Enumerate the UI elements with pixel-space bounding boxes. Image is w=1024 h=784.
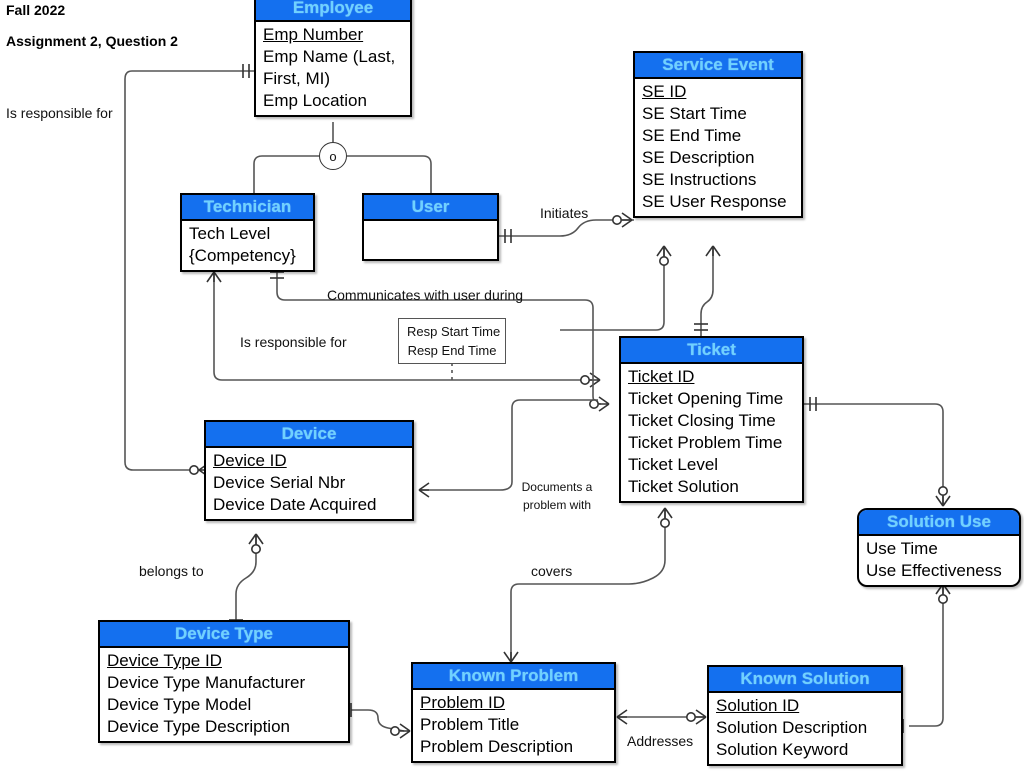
attribute-item: Emp Location (263, 91, 367, 110)
entity-solution-use-attributes: Use Time Use Effectiveness (859, 536, 1019, 585)
attribute-item: Use Effectiveness (866, 561, 1002, 580)
attribute-item: Ticket Closing Time (628, 411, 776, 430)
attribute-item: Solution Description (716, 718, 868, 737)
entity-service-event-title: Service Event (635, 53, 801, 79)
attribute-item: First, MI) (263, 69, 331, 88)
relationship-label-is-responsible-for-mid: Is responsible for (240, 334, 347, 350)
entity-device-type-title: Device Type (100, 622, 348, 648)
entity-known-solution[interactable]: Known Solution Solution ID Solution Desc… (707, 665, 903, 766)
attribute-item: Device ID (213, 451, 287, 470)
entity-solution-use[interactable]: Solution Use Use Time Use Effectiveness (857, 508, 1021, 587)
header-term: Fall 2022 (6, 2, 66, 18)
entity-employee-title: Employee (256, 0, 410, 22)
attribute-item: Ticket Level (628, 455, 719, 474)
relationship-attribute-box: Resp Start Time Resp End Time (398, 318, 506, 364)
entity-ticket-attributes: Ticket ID Ticket Opening Time Ticket Clo… (621, 364, 802, 501)
attribute-item: SE Description (642, 148, 755, 167)
attribute-item: SE User Response (642, 192, 787, 211)
attribute-item: Solution ID (716, 696, 800, 715)
entity-known-solution-attributes: Solution ID Solution Description Solutio… (709, 693, 901, 764)
attribute-item: SE Start Time (642, 104, 747, 123)
entity-service-event[interactable]: Service Event SE ID SE Start Time SE End… (633, 51, 803, 218)
entity-device-attributes: Device ID Device Serial Nbr Device Date … (206, 448, 412, 519)
entity-solution-use-title: Solution Use (859, 510, 1019, 536)
entity-technician[interactable]: Technician Tech Level {Competency} (180, 193, 315, 272)
attribute-item: Device Type ID (107, 651, 222, 670)
attribute-item: Tech Level (189, 224, 271, 243)
attribute-item: Ticket Solution (628, 477, 739, 496)
attribute-item: Emp Name (Last, (263, 47, 396, 66)
attribute-item: Ticket Problem Time (628, 433, 783, 452)
relationship-label-documents: Documents a problem with (521, 480, 593, 512)
entity-known-problem-title: Known Problem (413, 664, 614, 690)
attribute-item: Device Type Description (107, 717, 290, 736)
entity-ticket[interactable]: Ticket Ticket ID Ticket Opening Time Tic… (619, 336, 804, 503)
entity-device[interactable]: Device Device ID Device Serial Nbr Devic… (204, 420, 414, 521)
attribute-item: Problem Title (420, 715, 520, 734)
attribute-item: Device Serial Nbr (213, 473, 346, 492)
entity-known-solution-title: Known Solution (709, 667, 901, 693)
relationship-label-initiates: Initiates (540, 205, 589, 221)
attribute-item: SE Instructions (642, 170, 757, 189)
entity-device-type-attributes: Device Type ID Device Type Manufacturer … (100, 648, 348, 741)
attribute-item: SE End Time (642, 126, 742, 145)
entity-employee[interactable]: Employee Emp Number Emp Name (Last, Firs… (254, 0, 412, 117)
relationship-label-communicates: Communicates with user during (327, 287, 524, 303)
attribute-item: Problem ID (420, 693, 506, 712)
entity-device-title: Device (206, 422, 412, 448)
attribute-item: Use Time (866, 539, 938, 558)
entity-technician-title: Technician (182, 195, 313, 221)
attribute-item: Solution Keyword (716, 740, 849, 759)
entity-known-problem[interactable]: Known Problem Problem ID Problem Title P… (411, 662, 616, 763)
attribute-item: Resp End Time (407, 343, 497, 358)
attribute-item: Ticket ID (628, 367, 695, 386)
attribute-item: SE ID (642, 82, 687, 101)
relationship-label-covers: covers (531, 563, 573, 579)
attribute-item: Emp Number (263, 25, 364, 44)
entity-ticket-title: Ticket (621, 338, 802, 364)
relationship-label-belongs-to: belongs to (139, 563, 204, 579)
relationship-label-is-responsible-for-left: Is responsible for (6, 105, 113, 121)
attribute-item: Device Type Model (107, 695, 252, 714)
subtype-symbol-glyph: o (329, 148, 337, 164)
attribute-item: Device Type Manufacturer (107, 673, 306, 692)
entity-user-title: User (364, 195, 497, 221)
attribute-item: Device Date Acquired (213, 495, 377, 514)
entity-known-problem-attributes: Problem ID Problem Title Problem Descrip… (413, 690, 614, 761)
entity-employee-attributes: Emp Number Emp Name (Last, First, MI) Em… (256, 22, 410, 115)
entity-user-attributes (364, 221, 497, 259)
entity-user[interactable]: User (362, 193, 499, 261)
subtype-discriminator-circle: o (319, 142, 347, 170)
entity-service-event-attributes: SE ID SE Start Time SE End Time SE Descr… (635, 79, 801, 216)
attribute-item: Problem Description (420, 737, 574, 756)
entity-device-type[interactable]: Device Type Device Type ID Device Type M… (98, 620, 350, 743)
header-assignment: Assignment 2, Question 2 (6, 33, 178, 49)
attribute-item: Ticket Opening Time (628, 389, 784, 408)
attribute-item: {Competency} (189, 246, 296, 265)
attribute-item: Resp Start Time (407, 324, 501, 339)
relationship-label-addresses: Addresses (627, 733, 694, 749)
entity-technician-attributes: Tech Level {Competency} (182, 221, 313, 270)
